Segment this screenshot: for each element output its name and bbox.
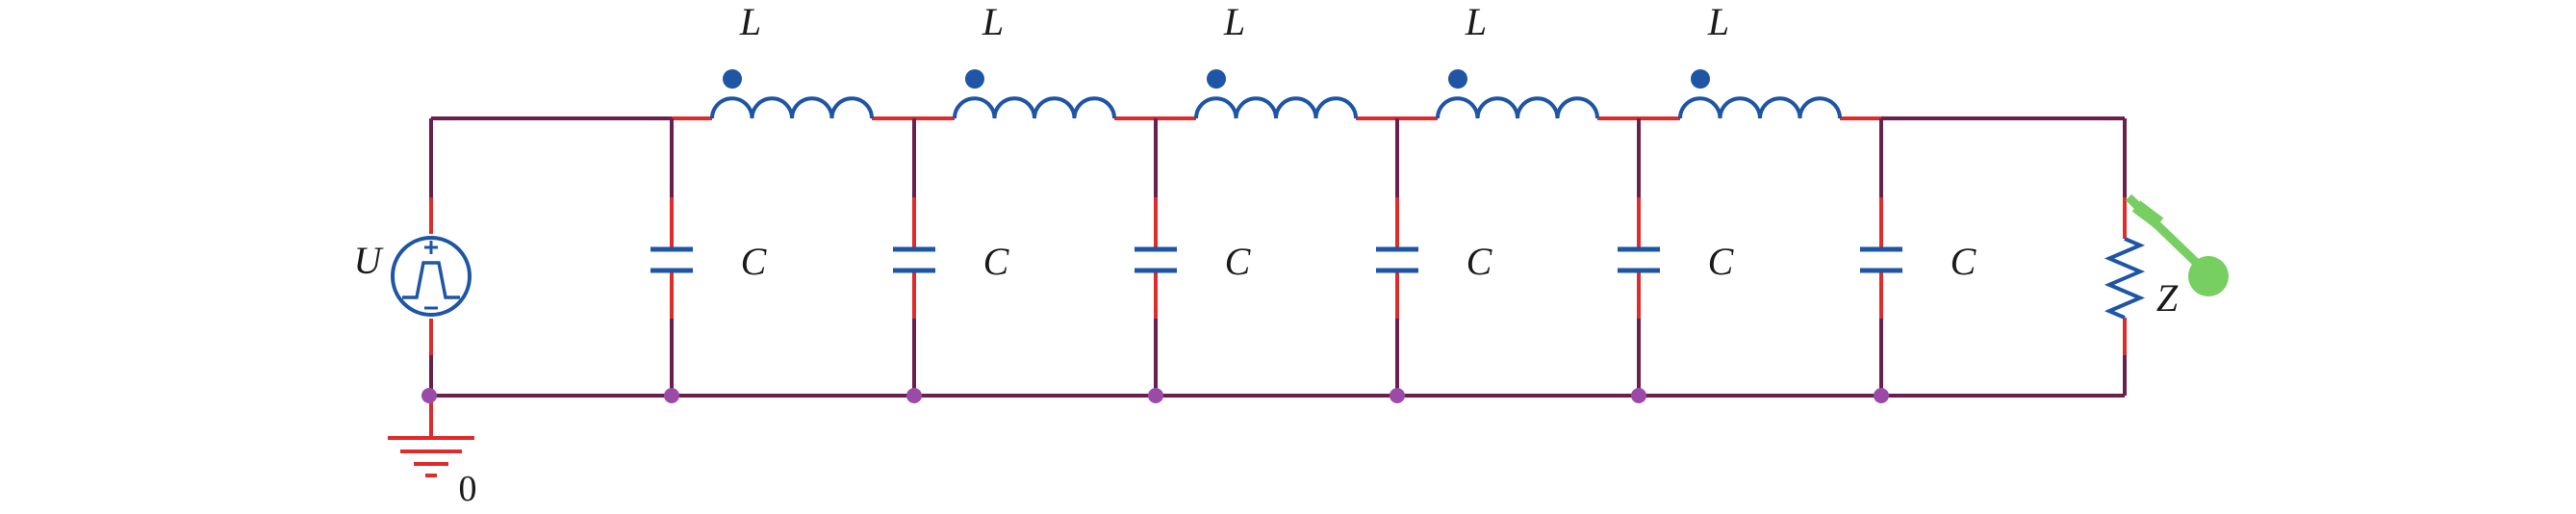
load-resistor — [2104, 237, 2146, 320]
pulse-waveform-icon — [402, 261, 460, 299]
capacitor-label: C — [1951, 240, 1977, 283]
capacitor-label: C — [983, 240, 1010, 283]
junction-dot — [1631, 388, 1646, 403]
inductor-polarity-dot — [1448, 69, 1467, 89]
junction-dot — [664, 388, 679, 403]
inductor-label: L — [1223, 0, 1245, 43]
inductor-polarity-dot — [1207, 69, 1226, 89]
inductor-coil — [1678, 96, 1842, 119]
inductor-label: L — [982, 0, 1004, 43]
voltage-probe-icon — [2188, 256, 2229, 296]
inductor-coil — [1194, 96, 1358, 119]
inductor-coil — [953, 96, 1116, 119]
inductor-polarity-dot — [723, 69, 742, 89]
capacitor-label: C — [1225, 240, 1252, 283]
junction-dot — [906, 388, 922, 403]
capacitor-label: C — [1708, 240, 1735, 283]
capacitor-label: C — [741, 240, 768, 283]
junction-dot — [421, 388, 437, 403]
load-label: Z — [2156, 276, 2179, 320]
source-label: U — [354, 239, 385, 282]
junction-dot — [1874, 388, 1889, 403]
circuit-wires — [429, 116, 2127, 438]
inductor-coil — [710, 96, 874, 119]
capacitor-label: C — [1467, 240, 1493, 283]
ground-label: 0 — [459, 469, 477, 509]
junction-dot — [1148, 388, 1163, 403]
circuit-labels: C C C C C C L L L L L U 0 Z — [354, 0, 2179, 509]
inductor-coil — [1436, 96, 1599, 119]
inductor-polarity-dot — [1691, 69, 1710, 89]
circuit-components — [388, 69, 2229, 477]
junction-dot — [1390, 388, 1405, 403]
inductor-label: L — [1465, 0, 1487, 43]
inductor-polarity-dot — [965, 69, 984, 89]
inductor-label: L — [1707, 0, 1729, 43]
inductor-label: L — [739, 0, 761, 43]
voltage-source-circle — [391, 236, 472, 317]
voltage-probe-grip — [2131, 200, 2164, 229]
